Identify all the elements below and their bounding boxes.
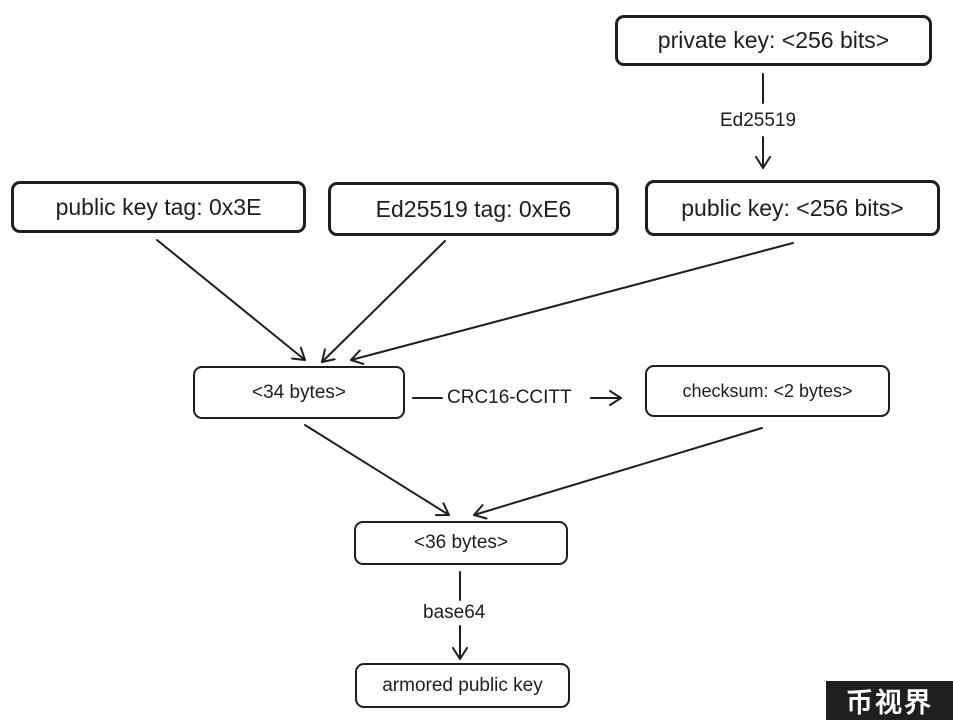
edge-checksum-to-36 <box>473 427 763 520</box>
bytes34-node: <34 bytes> <box>193 366 405 419</box>
public-key-label: public key: <256 bits> <box>681 194 904 221</box>
ed25519-tag-node: Ed25519 tag: 0xE6 <box>328 182 619 236</box>
bytes34-label: <34 bytes> <box>251 381 347 403</box>
checksum-label: checksum: <2 bytes> <box>682 380 853 401</box>
bytes36-node: <36 bytes> <box>354 521 568 565</box>
armored-key-label: armored public key <box>382 674 543 696</box>
public-key-node: public key: <256 bits> <box>645 180 940 236</box>
edge-tag-to-34 <box>156 239 306 361</box>
edge-34-to-36 <box>304 424 450 517</box>
edge-pubkey-to-34 <box>350 242 794 365</box>
watermark-logo: 币视界 <box>826 681 953 720</box>
base64-edge-label: base64 <box>421 602 488 624</box>
crc-edge-label: CRC16-CCITT <box>445 387 574 409</box>
armored-key-node: armored public key <box>355 663 570 708</box>
private-key-node: private key: <256 bits> <box>615 15 932 66</box>
ed25519-edge-label: Ed25519 <box>718 110 799 132</box>
private-key-label: private key: <256 bits> <box>657 27 890 53</box>
public-key-tag-node: public key tag: 0x3E <box>11 181 306 233</box>
edge-ed25519tag-to-34 <box>321 240 446 363</box>
public-key-tag-label: public key tag: 0x3E <box>55 193 262 220</box>
bytes36-label: <36 bytes> <box>413 532 509 553</box>
ed25519-tag-label: Ed25519 tag: 0xE6 <box>375 195 572 222</box>
checksum-node: checksum: <2 bytes> <box>645 365 890 417</box>
